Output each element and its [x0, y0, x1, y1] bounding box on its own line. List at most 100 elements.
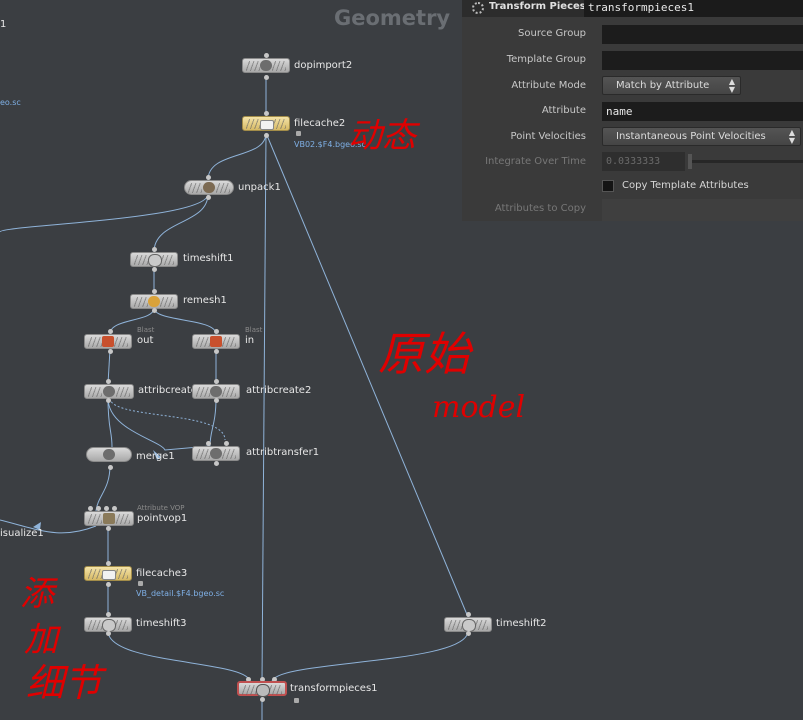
integrate-over-time-field[interactable]: 0.0333333	[602, 152, 685, 171]
timeshift-icon	[148, 254, 162, 267]
copy-template-attributes-checkbox[interactable]	[602, 180, 614, 192]
input-connector[interactable]	[106, 379, 111, 384]
wire	[265, 132, 469, 618]
node-label: attribcreate	[138, 385, 197, 396]
output-connector[interactable]	[106, 526, 111, 531]
output-connector[interactable]	[260, 697, 265, 702]
node-timeshift1[interactable]	[130, 252, 178, 267]
output-connector[interactable]	[214, 461, 219, 466]
node-name-field[interactable]: transformpieces1	[584, 0, 803, 17]
output-connector[interactable]	[152, 267, 157, 272]
blast-icon	[210, 336, 222, 347]
wire	[0, 519, 97, 534]
input-connector[interactable]	[206, 175, 211, 180]
node-file-path: VB_detail.$F4.bgeo.sc	[136, 589, 225, 598]
output-connector[interactable]	[152, 308, 157, 313]
template-group-label: Template Group	[506, 54, 586, 65]
node-out[interactable]	[84, 334, 132, 349]
input-connector[interactable]	[214, 379, 219, 384]
output-connector[interactable]	[214, 398, 219, 403]
remesh-icon	[148, 296, 160, 307]
node-label: transformpieces1	[290, 683, 378, 694]
wire	[107, 630, 251, 683]
node-dopimport2[interactable]	[242, 58, 290, 73]
wires	[0, 75, 469, 720]
attribute-mode-label: Attribute Mode	[511, 80, 586, 91]
input-connector[interactable]	[88, 506, 93, 511]
output-connector[interactable]	[264, 133, 269, 138]
node-label: unpack1	[238, 182, 281, 193]
attribute-field[interactable]: name	[602, 102, 803, 121]
chevron-up-down-icon: ▲▼	[728, 77, 735, 94]
node-label: remesh1	[183, 295, 227, 306]
input-connector[interactable]	[264, 53, 269, 58]
output-connector[interactable]	[214, 349, 219, 354]
output-connector[interactable]	[206, 195, 211, 200]
node-filecache3[interactable]	[84, 566, 132, 581]
annotation-add-detail-3: 细节	[26, 661, 103, 705]
node-label: timeshift2	[496, 618, 547, 629]
input-connector[interactable]	[108, 329, 113, 334]
output-connector[interactable]	[264, 75, 269, 80]
input-connector[interactable]	[224, 441, 229, 446]
node-timeshift2[interactable]	[444, 617, 492, 632]
node-filecache2[interactable]	[242, 116, 290, 131]
node-pointvop1[interactable]	[84, 511, 134, 526]
node-label: timeshift1	[183, 253, 234, 264]
source-group-field[interactable]	[602, 25, 803, 44]
wire	[107, 397, 113, 448]
source-group-label: Source Group	[518, 28, 586, 39]
filecache-icon	[260, 120, 274, 130]
node-label: dopimport2	[294, 60, 353, 71]
input-connector[interactable]	[260, 677, 265, 682]
slider-handle[interactable]	[688, 154, 692, 169]
output-connector[interactable]	[106, 398, 111, 403]
node-label: merge1	[136, 451, 175, 462]
node-attribcreate1[interactable]	[84, 384, 134, 399]
node-attribcreate2[interactable]	[192, 384, 240, 399]
chevron-up-down-icon: ▲▼	[788, 128, 795, 145]
node-unpack1[interactable]	[184, 180, 234, 195]
wire	[107, 397, 211, 451]
input-connector[interactable]	[106, 612, 111, 617]
input-connector[interactable]	[152, 247, 157, 252]
gear-icon[interactable]	[472, 2, 484, 14]
input-connector[interactable]	[96, 506, 101, 511]
input-connector[interactable]	[466, 612, 471, 617]
node-remesh1[interactable]	[130, 294, 178, 309]
wire-arrow	[153, 450, 161, 460]
annotation-model: model	[432, 390, 526, 425]
wire	[209, 397, 217, 447]
node-attribtransfer1[interactable]	[192, 446, 240, 461]
node-transformpieces1[interactable]	[237, 681, 287, 697]
integrate-over-time-slider[interactable]	[688, 154, 803, 169]
timeshift-icon	[102, 619, 116, 632]
point-velocities-menu[interactable]: Instantaneous Point Velocities▲▼	[602, 127, 801, 146]
input-connector[interactable]	[206, 441, 211, 446]
output-connector[interactable]	[466, 631, 471, 636]
attributes-to-copy-field[interactable]	[602, 199, 803, 221]
output-connector[interactable]	[106, 582, 111, 587]
input-connector[interactable]	[106, 561, 111, 566]
input-connector[interactable]	[272, 677, 277, 682]
output-connector[interactable]	[106, 631, 111, 636]
node-merge1[interactable]	[86, 447, 132, 462]
node-in[interactable]	[192, 334, 240, 349]
annotation-dynamic: 动态	[348, 116, 416, 156]
output-connector[interactable]	[108, 349, 113, 354]
output-connector[interactable]	[108, 465, 113, 470]
input-connector[interactable]	[214, 329, 219, 334]
dopimport-icon	[260, 60, 272, 71]
input-connector[interactable]	[246, 677, 251, 682]
wire	[107, 348, 111, 385]
input-connector[interactable]	[264, 111, 269, 116]
node-file-path: VB02.$F4.bgeo.sc	[294, 140, 366, 149]
attribcreate-icon	[210, 386, 222, 397]
input-connector[interactable]	[104, 506, 109, 511]
input-connector[interactable]	[112, 506, 117, 511]
template-group-field[interactable]	[602, 51, 803, 70]
attribute-mode-menu[interactable]: Match by Attribute▲▼	[602, 76, 741, 95]
input-connector[interactable]	[152, 289, 157, 294]
node-timeshift3[interactable]	[84, 617, 132, 632]
